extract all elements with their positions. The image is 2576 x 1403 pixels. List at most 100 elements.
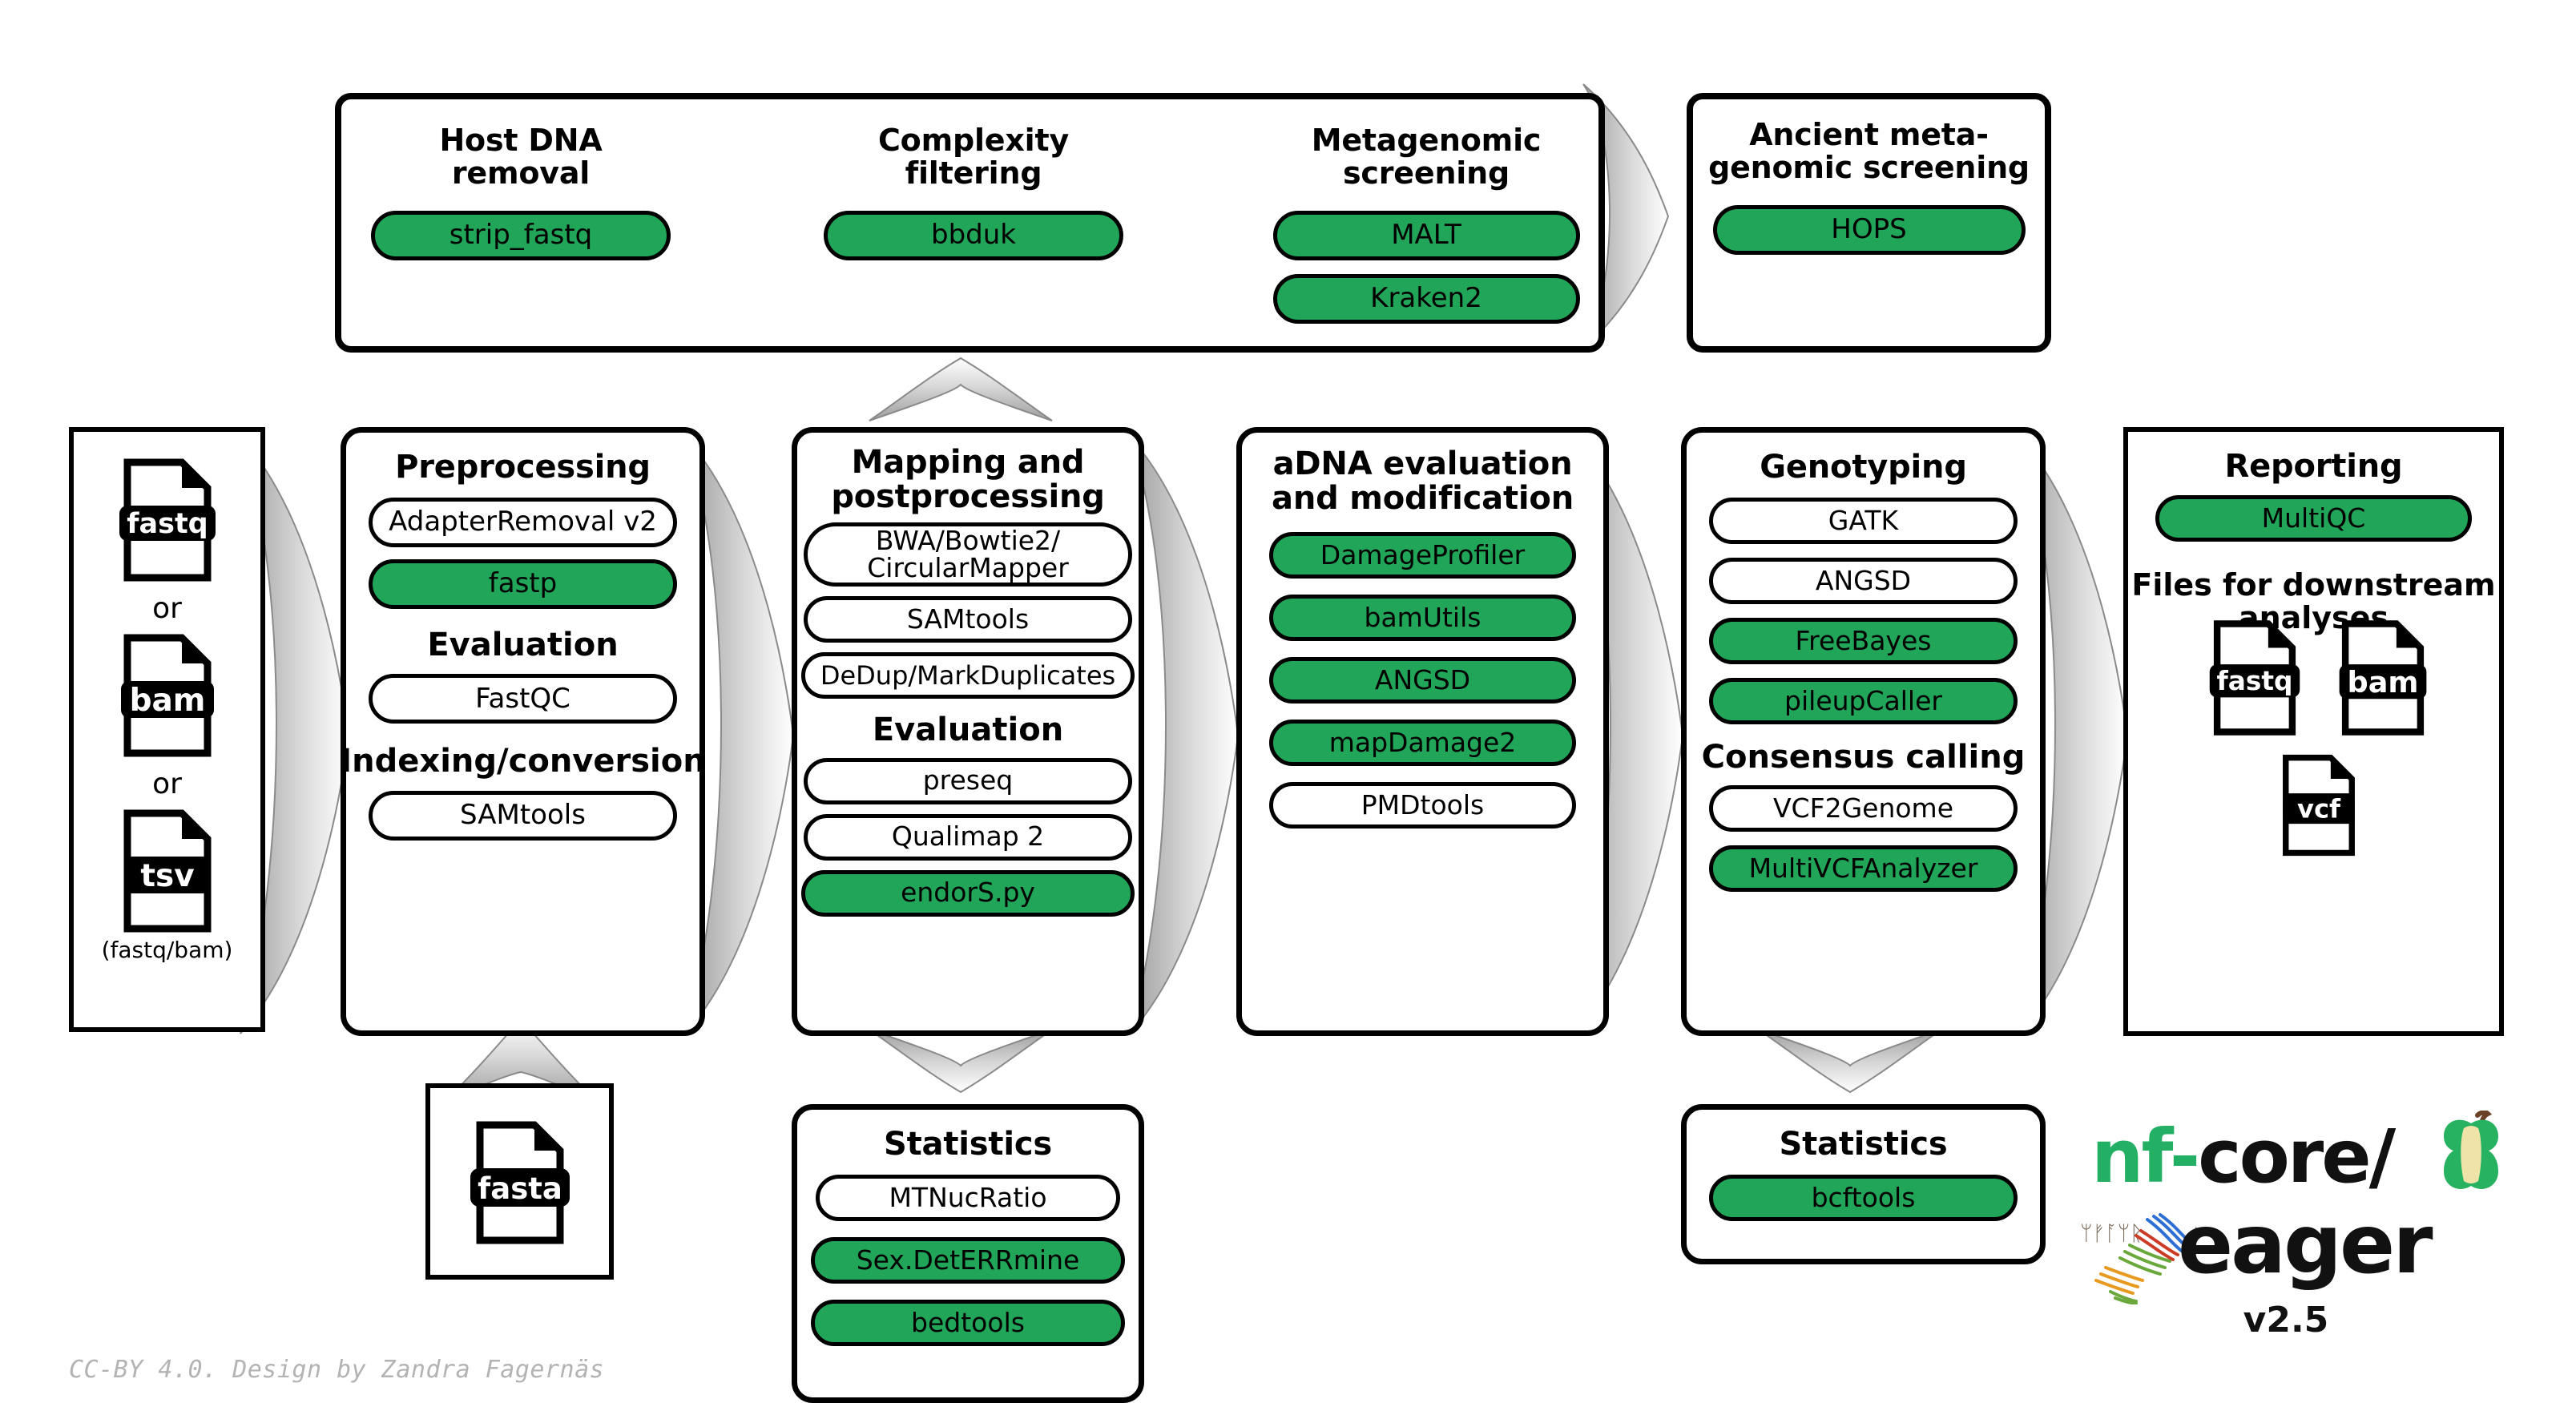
section-title-indexing: Indexing/conversion <box>340 743 706 780</box>
stage-title-reporting: Reporting <box>2224 448 2403 485</box>
file-icon-fasta: fasta <box>470 1121 570 1244</box>
group-title-complexity: Complexity filtering <box>877 123 1070 192</box>
tool-label: Sex.DetERRmine <box>856 1244 1080 1276</box>
arrow-mapping-to-statistics <box>869 1029 1053 1094</box>
tool-pill-malt[interactable]: MALT <box>1272 211 1580 261</box>
group-title-host-dna: Host DNA removal <box>439 123 603 192</box>
tool-pill-gatk[interactable]: GATK <box>1709 498 2018 545</box>
tool-pill-mtnucratio[interactable]: MTNucRatio <box>816 1175 1120 1222</box>
arrow-mapping-to-adna <box>1129 436 1240 1034</box>
tool-pill-bwa-bowtie2-circularmapper[interactable]: BWA/Bowtie2/ CircularMapper <box>804 522 1132 587</box>
tool-label: MultiQC <box>2261 502 2366 534</box>
tool-label: VCF2Genome <box>1772 792 1954 824</box>
input-note: (fastq/bam) <box>101 937 233 963</box>
tool-label: fastp <box>488 567 558 600</box>
tool-pill-fastp[interactable]: fastp <box>369 559 677 610</box>
group-metagenomic-screening: Metagenomic screening MALT Kraken2 <box>1270 112 1582 337</box>
apple-core-icon <box>2444 1111 2498 1189</box>
tool-label: bedtools <box>911 1306 1025 1338</box>
tool-pill-bedtools[interactable]: bedtools <box>811 1300 1125 1347</box>
dna-helix-runes-icon: ᛘᚠᚪᛘᚱ ᛚ <box>2080 1213 2203 1304</box>
tool-pill-mapdamage2[interactable]: mapDamage2 <box>1269 720 1576 767</box>
tool-pill-freebayes[interactable]: FreeBayes <box>1709 618 2018 665</box>
tool-pill-vcf2genome[interactable]: VCF2Genome <box>1709 785 2018 833</box>
tool-label: GATK <box>1828 504 1899 536</box>
tool-pill-angsd-genotyping[interactable]: ANGSD <box>1709 558 2018 605</box>
svg-text:tsv: tsv <box>140 858 194 894</box>
tool-pill-kraken2[interactable]: Kraken2 <box>1272 274 1580 325</box>
stage-statistics-mapping: Statistics MTNucRatio Sex.DetERRmine bed… <box>792 1104 1144 1403</box>
tool-pill-samtools-mapping[interactable]: SAMtools <box>804 596 1132 643</box>
tool-label: bamUtils <box>1364 602 1482 634</box>
stage-title-preprocessing: Preprocessing <box>395 449 651 486</box>
stage-input-files: fastq or bam or tsv (fastq/bam) <box>69 427 265 1032</box>
tool-label: MTNucRatio <box>889 1181 1047 1213</box>
section-title-consensus-calling: Consensus calling <box>1701 739 2026 776</box>
logo-version: v2.5 <box>2243 1300 2329 1341</box>
input-or-2: or <box>152 768 182 800</box>
tool-label: FreeBayes <box>1795 624 1932 656</box>
tool-pill-multivcfanalyzer[interactable]: MultiVCFAnalyzer <box>1709 845 2018 893</box>
tool-pill-pileupcaller[interactable]: pileupCaller <box>1709 678 2018 725</box>
svg-text:vcf: vcf <box>2296 794 2340 824</box>
file-icon-bam: bam <box>120 634 214 757</box>
tool-pill-sex-deterrmine[interactable]: Sex.DetERRmine <box>811 1237 1125 1284</box>
section-title-evaluation: Evaluation <box>427 627 619 664</box>
tool-pill-endors-py[interactable]: endorS.py <box>801 869 1135 917</box>
tool-label: preseq <box>922 764 1014 796</box>
stage-title-mapping: Mapping and postprocessing <box>831 444 1105 516</box>
tool-label: bbduk <box>931 219 1016 252</box>
tool-pill-damageprofiler[interactable]: DamageProfiler <box>1269 532 1576 579</box>
tool-pill-multiqc[interactable]: MultiQC <box>2155 495 2472 542</box>
tool-label: MultiVCFAnalyzer <box>1748 853 1978 885</box>
tool-label: FastQC <box>475 682 570 715</box>
tool-pill-qualimap2[interactable]: Qualimap 2 <box>804 813 1132 861</box>
svg-text:fasta: fasta <box>478 1171 562 1206</box>
stage-title-ancient: Ancient meta- genomic screening <box>1708 117 2030 186</box>
tool-pill-pmdtools[interactable]: PMDtools <box>1269 782 1576 829</box>
arrow-mapping-to-screening <box>869 357 1053 421</box>
nfcore-eager-logo: ᛘᚠᚪᛘᚱ ᛚ nf-core/ eager v2.5 <box>2080 1111 2508 1361</box>
tool-label: ANGSD <box>1374 664 1471 696</box>
stage-title-statistics-genotyping: Statistics <box>1779 1126 1948 1163</box>
stage-adna-evaluation: aDNA evaluation and modification DamageP… <box>1236 427 1609 1036</box>
svg-text:fastq: fastq <box>2216 666 2292 696</box>
arrow-genotyping-to-statistics <box>1758 1029 1942 1094</box>
tool-label: pileupCaller <box>1784 684 1942 716</box>
tool-pill-bamutils[interactable]: bamUtils <box>1269 595 1576 642</box>
tool-pill-preseq[interactable]: preseq <box>804 757 1132 804</box>
tool-pill-hops[interactable]: HOPS <box>1712 205 2026 256</box>
stage-title-genotyping: Genotyping <box>1760 449 1967 486</box>
svg-text:bam: bam <box>129 683 205 719</box>
svg-text:ᛘᚠᚪᛘᚱ: ᛘᚠᚪᛘᚱ <box>2080 1222 2143 1246</box>
tool-pill-samtools-preprocessing[interactable]: SAMtools <box>369 790 677 841</box>
tool-pill-bcftools[interactable]: bcftools <box>1709 1175 2018 1222</box>
tool-label: MALT <box>1391 219 1461 252</box>
tool-pill-dedup-markduplicates[interactable]: DeDup/MarkDuplicates <box>801 652 1135 699</box>
reporting-file-icons: fastq bam vcf <box>2128 618 2509 858</box>
tool-label: PMDtools <box>1361 789 1485 821</box>
tool-pill-strip-fastq[interactable]: strip_fastq <box>371 211 671 261</box>
logo-line-nf-core: nf-core/ <box>2091 1114 2396 1199</box>
svg-text:fastq: fastq <box>127 508 208 540</box>
logo-nf-text: nf- <box>2091 1114 2200 1199</box>
section-title-evaluation-mapping: Evaluation <box>872 712 1064 749</box>
file-icon-fastq-output: fastq <box>2209 620 2300 736</box>
group-title-metagenomic: Metagenomic screening <box>1311 123 1542 192</box>
tool-pill-bbduk[interactable]: bbduk <box>824 211 1123 261</box>
file-icon-tsv: tsv <box>123 809 211 933</box>
tool-label: BWA/Bowtie2/ CircularMapper <box>867 524 1069 584</box>
tool-label: SAMtools <box>906 603 1030 635</box>
tool-label: endorS.py <box>901 877 1035 909</box>
file-icon-bam-output: bam <box>2339 620 2426 736</box>
input-or-1: or <box>152 592 182 625</box>
tool-pill-adapterremoval[interactable]: AdapterRemoval v2 <box>369 498 677 548</box>
tool-label: ANGSD <box>1815 564 1912 596</box>
stage-genotyping: Genotyping GATK ANGSD FreeBayes pileupCa… <box>1681 427 2046 1036</box>
tool-label: mapDamage2 <box>1328 727 1517 759</box>
tool-pill-fastqc[interactable]: FastQC <box>369 674 677 724</box>
tool-label: AdapterRemoval v2 <box>389 506 657 538</box>
tool-pill-angsd-adna[interactable]: ANGSD <box>1269 657 1576 704</box>
tool-label: Qualimap 2 <box>891 820 1045 853</box>
svg-text:bam: bam <box>2347 665 2418 699</box>
